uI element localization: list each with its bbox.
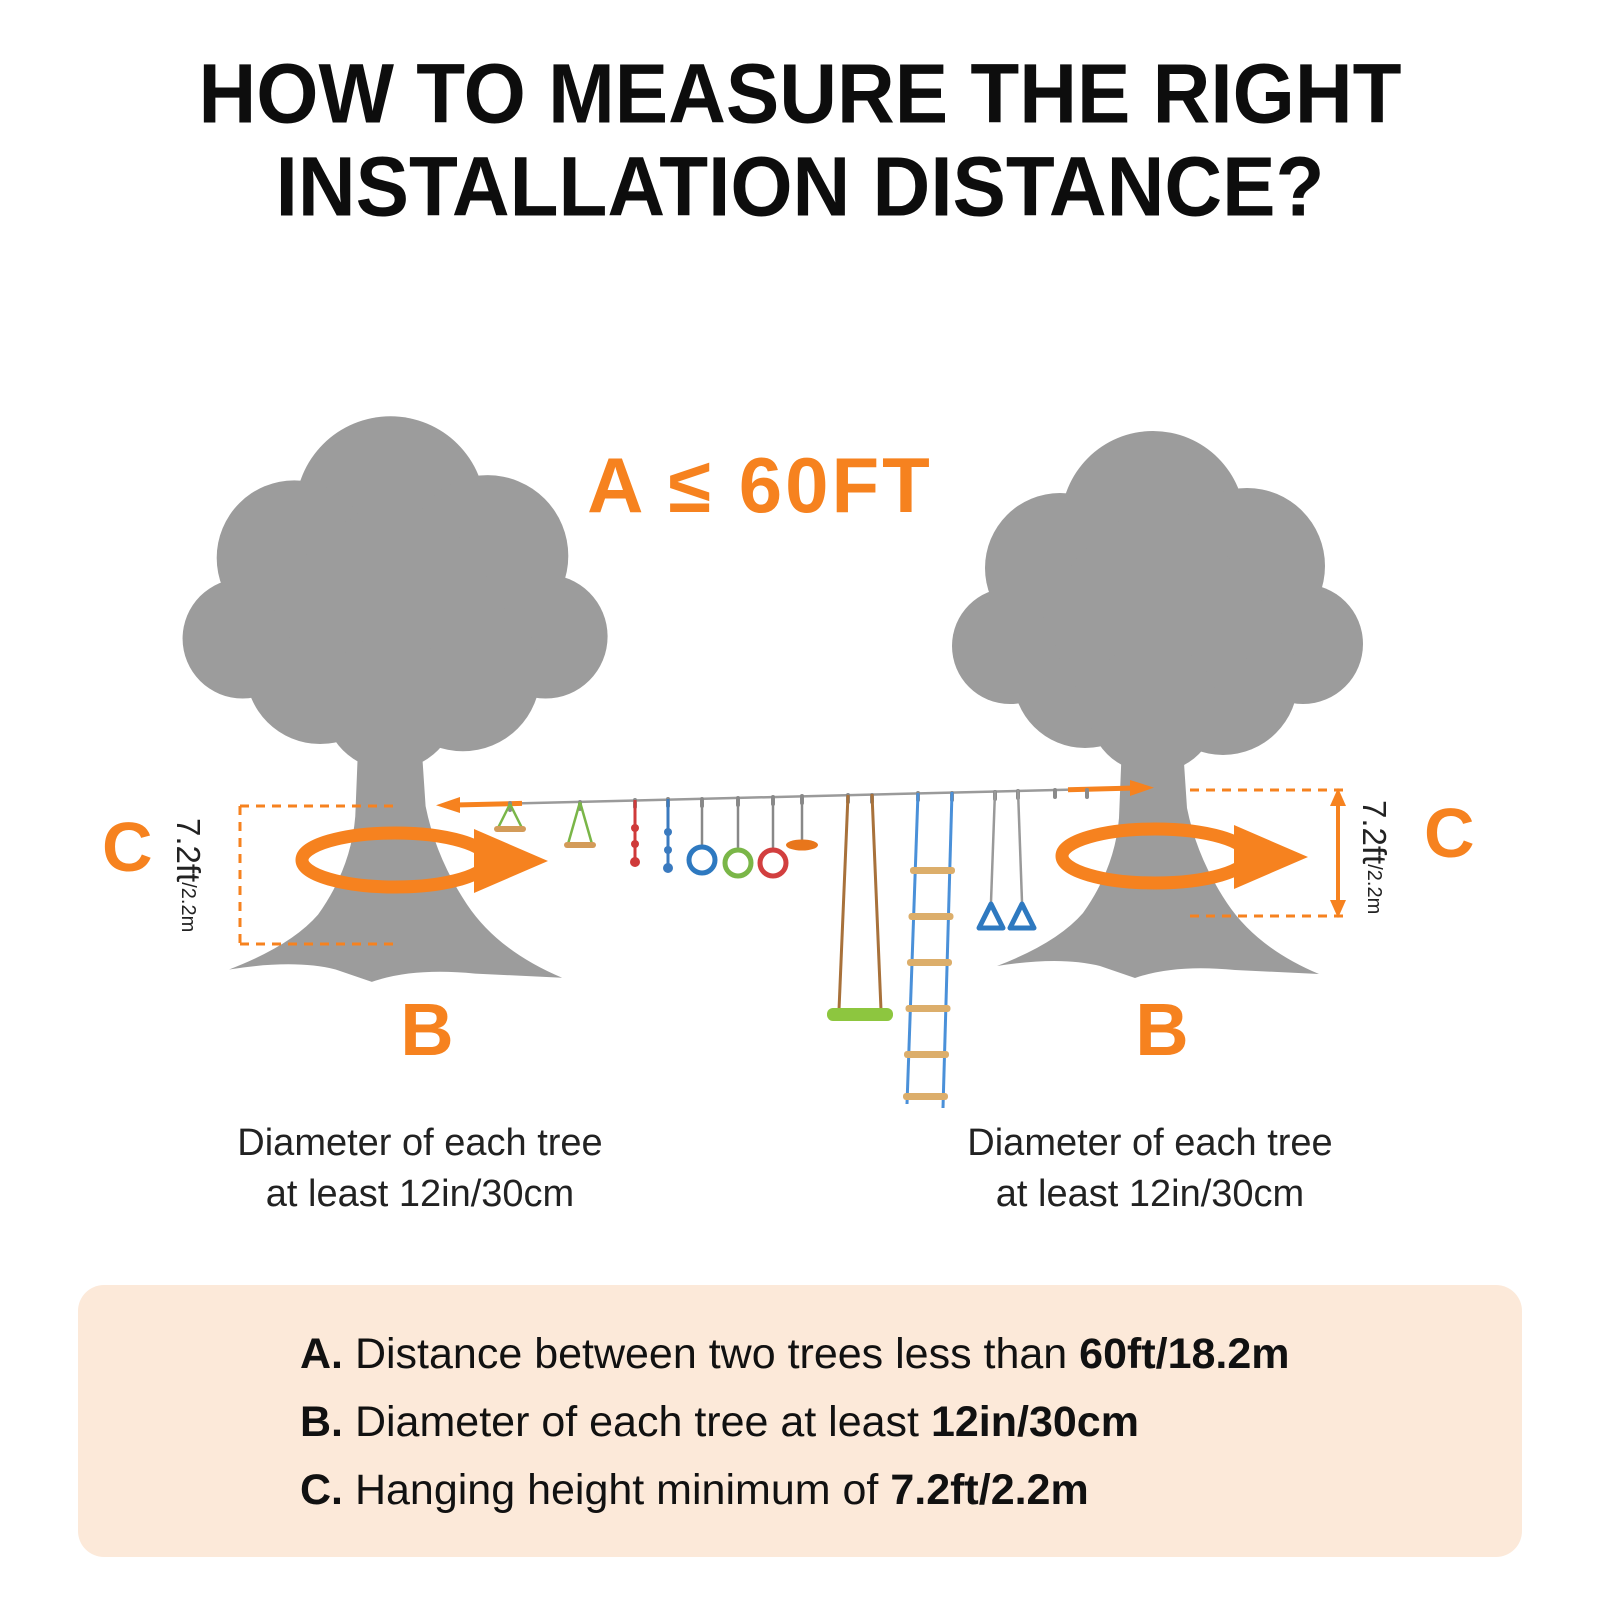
legend-item-b: B. Diameter of each tree at least 12in/3… [300, 1389, 1290, 1457]
distance-a-label: A ≤ 60FT [587, 441, 933, 529]
ring-green [722, 797, 754, 879]
legend-c-value: 7.2ft/2.2m [890, 1465, 1089, 1514]
legend-content: A. Distance between two trees less than … [300, 1321, 1290, 1525]
right-tree-silhouette [935, 398, 1375, 978]
height-label-left: 7.2ft/2.2m [170, 818, 207, 933]
page-title-line2: INSTALLATION DISTANCE? [275, 139, 1325, 233]
legend-c-prefix: C. [300, 1465, 343, 1514]
tree-caption-left-line1: Diameter of each tree [237, 1122, 603, 1164]
height-unit-right: /2.2m [1363, 864, 1385, 915]
tree-caption-right-line2: at least 12in/30cm [995, 1173, 1305, 1216]
disc-seat [786, 795, 818, 851]
tree-caption-left: Diameter of each tree at least 12in/30cm [150, 1118, 690, 1221]
legend-b-prefix: B. [300, 1397, 343, 1446]
legend-item-a: A. Distance between two trees less than … [300, 1321, 1290, 1389]
legend-box: A. Distance between two trees less than … [78, 1285, 1522, 1557]
tree-caption-right: Diameter of each tree at least 12in/30cm [880, 1118, 1420, 1221]
knotted-rope-red [630, 800, 640, 867]
left-tree-silhouette [165, 382, 620, 982]
height-value-left: 7.2ft [170, 818, 207, 883]
ring-blue [686, 798, 718, 876]
height-value-right: 7.2ft [1356, 800, 1393, 865]
page-title: HOW TO MEASURE THE RIGHT INSTALLATION DI… [0, 46, 1600, 234]
legend-b-value: 12in/30cm [930, 1397, 1139, 1446]
tree-caption-right-line1: Diameter of each tree [967, 1122, 1333, 1164]
label-c-right: C [1424, 794, 1475, 872]
label-b-right: B [1135, 988, 1189, 1071]
legend-c-text: Hanging height minimum of [343, 1465, 891, 1514]
legend-a-text: Distance between two trees less than [343, 1330, 1080, 1378]
page-title-line1: HOW TO MEASURE THE RIGHT [198, 46, 1402, 141]
legend-b-text: Diameter of each tree at least [343, 1397, 931, 1446]
height-unit-left: /2.2m [177, 882, 199, 933]
height-label-right: 7.2ft/2.2m [1356, 800, 1393, 915]
ring-red [757, 796, 789, 879]
swing [827, 793, 893, 1021]
legend-a-prefix: A. [300, 1330, 343, 1378]
tree-caption-left-line2: at least 12in/30cm [265, 1173, 575, 1216]
legend-a-value: 60ft/18.2m [1079, 1330, 1290, 1378]
legend-item-c: C. Hanging height minimum of 7.2ft/2.2m [300, 1457, 1290, 1525]
label-c-left: C [102, 808, 153, 886]
label-b-left: B [400, 988, 454, 1071]
knotted-rope-blue [663, 799, 673, 873]
